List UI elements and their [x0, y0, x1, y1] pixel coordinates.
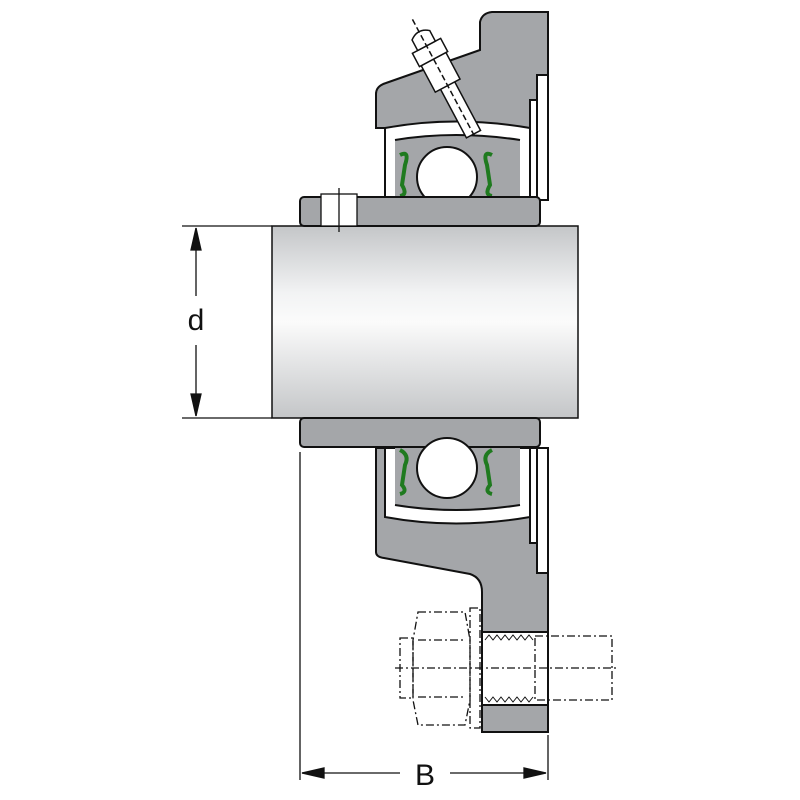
mounting-bolt	[395, 607, 616, 729]
set-screw	[320, 188, 358, 232]
seal-top	[399, 151, 493, 198]
ball-bottom	[416, 437, 478, 499]
dimension-d	[182, 225, 272, 419]
dimension-B-label: B	[415, 759, 435, 792]
arrow-down-icon	[190, 393, 202, 417]
shaft	[271, 225, 579, 419]
arrow-right-icon	[523, 767, 547, 779]
dimension-d-label: d	[188, 304, 205, 337]
grease-nipple	[411, 19, 482, 139]
dimension-B	[299, 452, 549, 780]
inner-ring-top	[299, 196, 541, 227]
arrow-up-icon	[190, 227, 202, 251]
seal-bottom	[399, 448, 493, 496]
bolt-thread	[484, 634, 534, 703]
inner-ring-bottom	[299, 417, 541, 448]
arrow-left-icon	[301, 767, 325, 779]
